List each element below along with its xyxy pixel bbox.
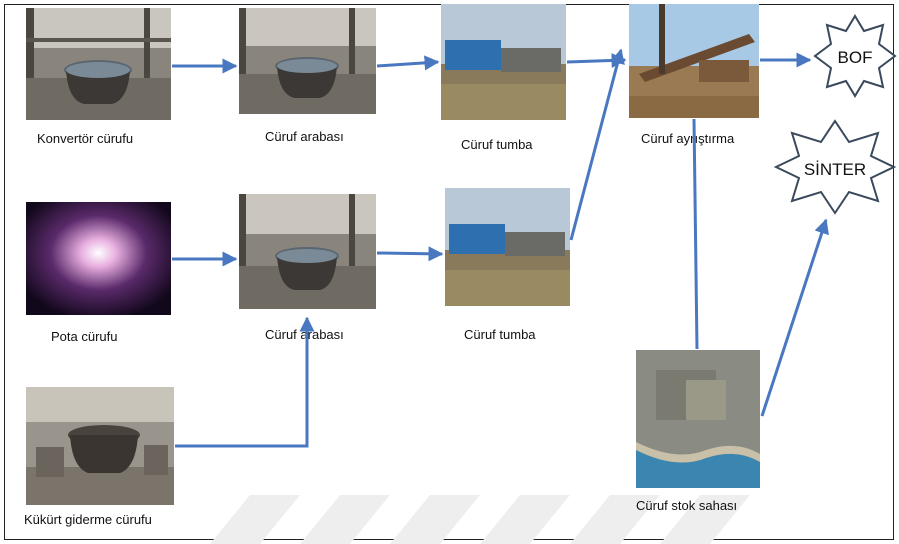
arrow-araba-tumba-mid [376, 246, 444, 262]
arrow-araba-tumba-top [376, 55, 440, 71]
araba-mid-photo [239, 194, 376, 309]
kukurt-slag-photo [26, 387, 174, 505]
ayristirma-photo [629, 4, 759, 118]
arrow-tumba-top-ayristirma [566, 52, 627, 68]
ayristirma-label: Cüruf ayrıştırma [641, 131, 735, 146]
line-ayristirma-stok [692, 118, 699, 350]
tumba-top-label: Cüruf tumba [461, 137, 533, 152]
stok-photo [636, 350, 760, 488]
pota-slag-photo [26, 202, 171, 315]
konvertor-slag-photo [26, 8, 171, 120]
sinter-star: SİNTER [773, 119, 897, 215]
arrow-tumba-mid-ayristirma [569, 48, 625, 241]
stok-label: Cüruf stok sahası [636, 498, 738, 513]
konvertor-label: Konvertör cürufu [37, 131, 134, 146]
kukurt-label: Kükürt giderme cürufu [24, 512, 152, 527]
sinter-label: SİNTER [804, 160, 866, 179]
arrow-stok-sinter [760, 218, 829, 417]
araba-top-label: Cüruf arabası [265, 129, 344, 144]
arrow-kukurt-araba [175, 316, 315, 448]
pota-label: Pota cürufu [51, 329, 118, 344]
tumba-mid-photo [445, 188, 570, 306]
bof-label: BOF [838, 48, 873, 67]
tumba-mid-label: Cüruf tumba [464, 327, 536, 342]
araba-mid-label: Cüruf arabası [265, 327, 344, 342]
bof-star: BOF [813, 14, 897, 98]
tumba-top-photo [441, 4, 566, 120]
araba-top-photo [239, 8, 376, 114]
